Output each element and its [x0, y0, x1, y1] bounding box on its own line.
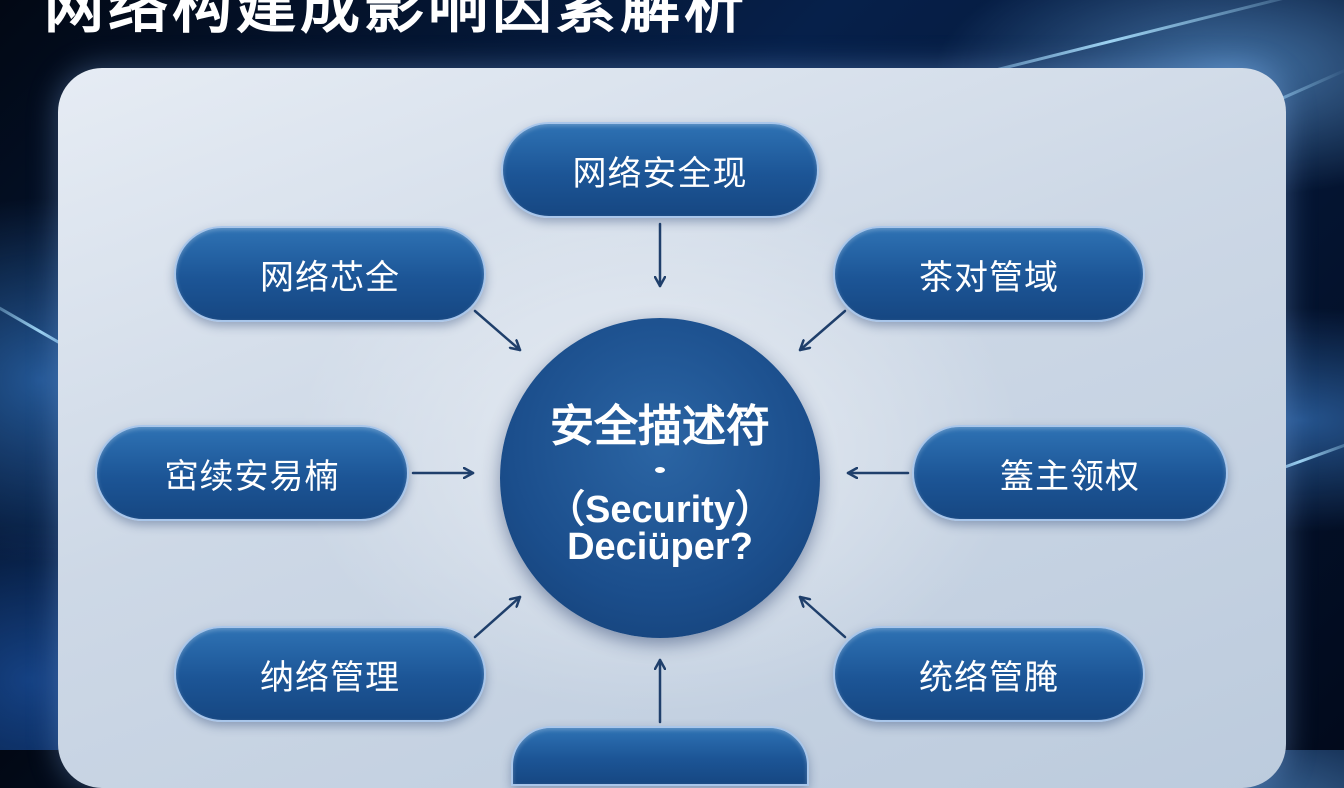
node-lower-left: 纳络管理	[174, 626, 486, 722]
diagram-arrows	[411, 222, 910, 724]
center-title-en-line1: （Security）	[547, 489, 773, 531]
node-lower-right: 统络管腌	[833, 626, 1145, 722]
arrow-upper-right	[798, 309, 847, 352]
node-upper-right: 茶对管域	[833, 226, 1145, 322]
node-top: 网络安全现	[501, 122, 819, 218]
center-title-en-line2: Deciüper?	[567, 526, 753, 568]
center-dot	[655, 467, 665, 473]
node-bottom	[511, 726, 809, 786]
node-middle-right: 篕主领权	[912, 425, 1228, 521]
arrow-lower-right	[798, 595, 847, 639]
node-middle-left: 窋续安易楠	[95, 425, 409, 521]
center-node: 安全描述符 （Security） Deciüper?	[500, 318, 820, 638]
page-title: 网络构建成影响因素解析	[44, 0, 748, 42]
node-upper-left: 网络芯全	[174, 226, 486, 322]
arrow-lower-left	[473, 595, 522, 639]
center-title-cn: 安全描述符	[550, 401, 770, 452]
arrow-upper-left	[473, 309, 522, 352]
